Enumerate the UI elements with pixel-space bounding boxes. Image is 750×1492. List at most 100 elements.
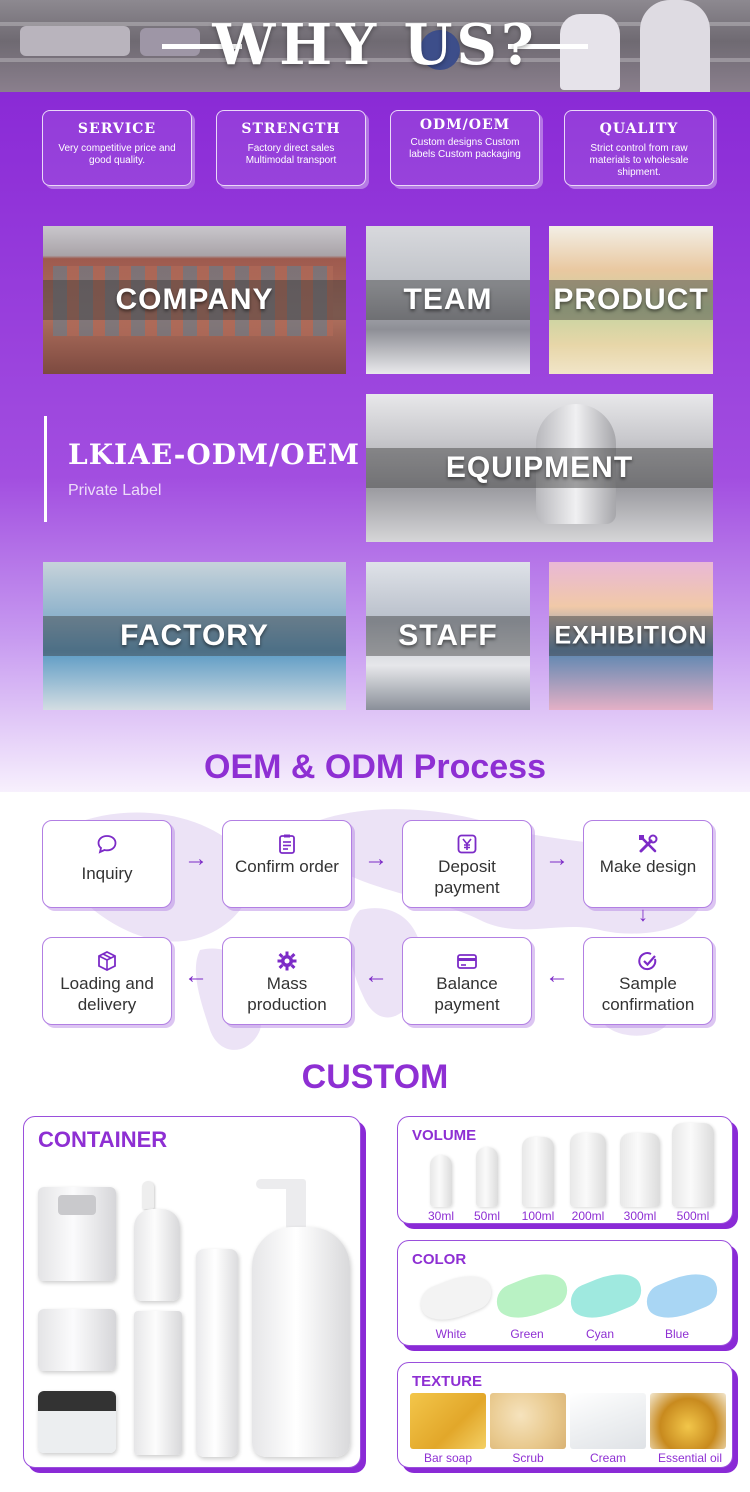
texture-panel: TEXTURE Bar soap Scrub Cream Essential o…: [397, 1362, 733, 1468]
feature-card-strength: STRENGTH Factory direct sales Multimodal…: [216, 110, 366, 186]
title-rule-right: [508, 44, 588, 49]
black-cap-jar: [38, 1391, 116, 1453]
step-label: Inquiry: [81, 864, 133, 883]
step-label: Balance payment: [434, 974, 500, 1014]
essential-oil-sample: [650, 1393, 726, 1449]
hero-banner: WHY US?: [0, 0, 750, 92]
volume-label: 500ml: [676, 1209, 710, 1223]
blue-swatch: [641, 1264, 723, 1328]
brand-subtitle: Private Label: [68, 482, 162, 499]
arrow-left-icon: ←: [545, 962, 569, 989]
volume-label: 50ml: [473, 1209, 500, 1223]
card-payment-icon: [403, 950, 531, 972]
exhibition-photo: EXHIBITION: [549, 562, 713, 710]
white-swatch: [415, 1266, 497, 1330]
process-title: OEM & ODM Process: [204, 748, 546, 786]
feature-card-odm-oem: ODM/OEM Custom designs Custom labels Cus…: [390, 110, 540, 186]
texture-title: TEXTURE: [412, 1373, 483, 1390]
staff-photo: STAFF: [366, 562, 530, 710]
process-step-mass-production: Mass production: [222, 937, 352, 1025]
company-photo: COMPANY: [43, 226, 346, 374]
brand-divider: [44, 416, 47, 522]
arrow-right-icon: →: [545, 845, 569, 872]
feature-title: SERVICE: [77, 121, 157, 137]
process-step-deposit-payment: Deposit payment: [402, 820, 532, 908]
arrow-left-icon: ←: [184, 962, 208, 989]
feature-title: ODM/OEM: [419, 117, 511, 133]
bar-soap-sample: [410, 1393, 486, 1449]
color-label: Green: [510, 1327, 544, 1341]
bottle-500ml: [672, 1123, 714, 1207]
color-label: White: [435, 1327, 467, 1341]
volume-label: 100ml: [521, 1209, 555, 1223]
team-label: TEAM: [403, 283, 493, 316]
check-circle-icon: [584, 950, 712, 972]
step-label: Mass production: [247, 974, 327, 1014]
yen-payment-icon: [403, 833, 531, 855]
brand-name: LKIAE-ODM/OEM: [68, 438, 360, 471]
gear-icon: [223, 950, 351, 972]
bottle-200ml: [570, 1133, 606, 1207]
feature-text: Custom designs Custom labels Custom pack…: [409, 137, 521, 160]
step-label: Make design: [599, 857, 697, 876]
tools-icon: [584, 833, 712, 855]
product-photo: PRODUCT: [549, 226, 713, 374]
step-label: Deposit payment: [434, 857, 500, 897]
color-label: Blue: [664, 1327, 690, 1341]
texture-label: Scrub: [512, 1451, 544, 1465]
bottle-50ml: [476, 1147, 498, 1207]
cyan-swatch: [565, 1264, 647, 1328]
chat-bubble-icon: [43, 833, 171, 855]
factory-label: FACTORY: [120, 619, 269, 652]
arrow-down-icon: ↓: [638, 904, 648, 926]
process-step-make-design: Make design: [583, 820, 713, 908]
acrylic-jar: [38, 1187, 116, 1281]
bottle-100ml: [522, 1137, 554, 1207]
volume-label: 300ml: [623, 1209, 657, 1223]
exhibition-label: EXHIBITION: [554, 621, 708, 650]
equipment-label: EQUIPMENT: [445, 451, 634, 484]
bottle-30ml: [430, 1155, 452, 1207]
volume-panel: VOLUME 30ml 50ml 100ml 200ml 300ml 500ml: [397, 1116, 733, 1224]
dropper-bottle: [134, 1209, 180, 1301]
title-rule-left: [162, 44, 242, 49]
clear-jar: [38, 1309, 116, 1371]
container-panel: CONTAINER: [23, 1116, 361, 1468]
spray-bottle: [196, 1249, 238, 1457]
process-step-balance-payment: Balance payment: [402, 937, 532, 1025]
page-title: WHY US?: [212, 12, 538, 78]
feature-card-service: SERVICE Very competitive price and good …: [42, 110, 192, 186]
custom-title: CUSTOM: [301, 1058, 449, 1096]
feature-text: Very competitive price and good quality.: [58, 143, 176, 166]
feature-title: QUALITY: [599, 121, 679, 137]
bottle-300ml: [620, 1133, 660, 1207]
texture-label: Cream: [589, 1451, 626, 1465]
process-step-loading-delivery: Loading and delivery: [42, 937, 172, 1025]
feature-title: STRENGTH: [241, 121, 341, 137]
feature-text: Factory direct sales Multimodal transpor…: [245, 143, 337, 166]
company-label: COMPANY: [115, 283, 274, 316]
staff-label: STAFF: [398, 619, 498, 652]
tall-bottle: [134, 1311, 182, 1455]
feature-text: Strict control from raw materials to who…: [589, 143, 689, 178]
step-label: Confirm order: [235, 857, 339, 876]
step-label: Sample confirmation: [601, 974, 695, 1014]
factory-photo: FACTORY: [43, 562, 346, 710]
equipment-photo: EQUIPMENT: [366, 394, 713, 542]
arrow-right-icon: →: [364, 845, 388, 872]
package-icon: [43, 950, 171, 972]
container-title: CONTAINER: [38, 1127, 168, 1152]
team-photo: TEAM: [366, 226, 530, 374]
color-panel: COLOR White Green Cyan Blue: [397, 1240, 733, 1346]
volume-title: VOLUME: [412, 1127, 477, 1144]
scrub-sample: [490, 1393, 566, 1449]
process-step-confirm-order: Confirm order: [222, 820, 352, 908]
process-step-sample-confirmation: Sample confirmation: [583, 937, 713, 1025]
texture-label: Bar soap: [423, 1451, 473, 1465]
feature-card-quality: QUALITY Strict control from raw material…: [564, 110, 714, 186]
volume-label: 30ml: [427, 1209, 454, 1223]
volume-label: 200ml: [571, 1209, 605, 1223]
arrow-right-icon: →: [184, 845, 208, 872]
texture-label: Essential oil: [657, 1451, 723, 1465]
process-step-inquiry: Inquiry: [42, 820, 172, 908]
